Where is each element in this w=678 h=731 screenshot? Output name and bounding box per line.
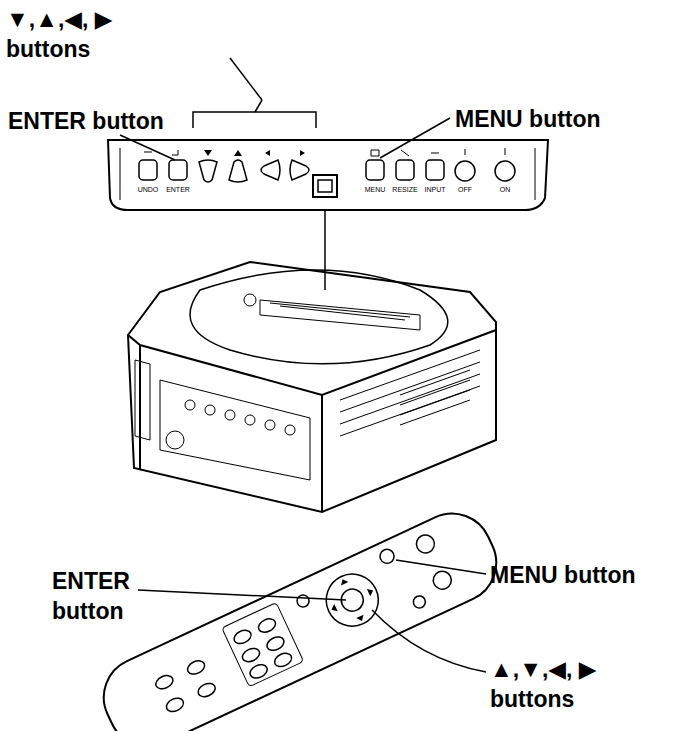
panel-button-label: RESIZE <box>385 186 425 194</box>
callout-label: MENU button <box>490 560 636 590</box>
panel-button-label: ON <box>485 186 525 194</box>
callout-label: ▲,▼,◀, ▶ buttons <box>490 654 650 714</box>
callout-label: ENTER button <box>8 106 164 136</box>
leader-lines <box>138 560 486 672</box>
remote-control <box>91 500 510 731</box>
panel-button-label: ENTER <box>158 186 198 194</box>
callout-label: ▼,▲,◀, ▶ buttons <box>6 4 196 64</box>
panel-button-label: MENU <box>355 186 395 194</box>
callout-label: ENTER button <box>52 566 152 626</box>
projector-body <box>128 262 496 512</box>
panel-button-label: UNDO <box>128 186 168 194</box>
leader-lines <box>120 58 450 290</box>
callout-label: MENU button <box>455 104 601 134</box>
control-panel <box>108 140 548 210</box>
panel-button-label: OFF <box>445 186 485 194</box>
panel-button-label: INPUT <box>415 186 455 194</box>
